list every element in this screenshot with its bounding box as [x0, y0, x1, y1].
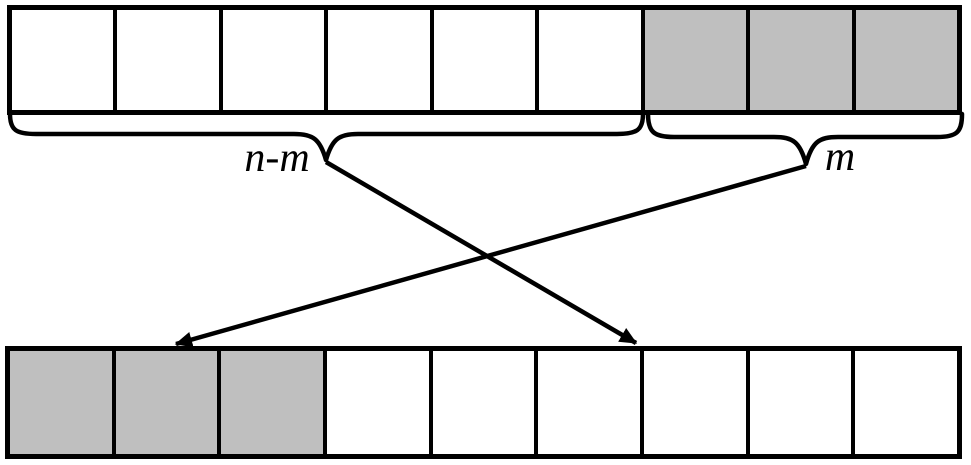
array-cell-unshaded	[851, 351, 958, 454]
array-cell-shaded	[217, 351, 324, 454]
array-cell-shaded	[10, 351, 112, 454]
bottom-array	[5, 346, 962, 459]
array-cell-unshaded	[324, 10, 430, 110]
array-cell-unshaded	[113, 10, 219, 110]
array-cell-shaded	[111, 351, 218, 454]
label-m: m	[825, 134, 855, 180]
array-cell-unshaded	[428, 351, 535, 454]
array-cell-unshaded	[535, 10, 641, 110]
array-cell-unshaded	[534, 351, 641, 454]
top-array	[7, 5, 962, 115]
right-segment-brace	[645, 111, 965, 167]
array-cell-unshaded	[218, 10, 325, 110]
array-cell-shaded	[746, 10, 852, 110]
array-cell-unshaded	[323, 351, 429, 454]
array-cell-unshaded	[640, 351, 746, 454]
array-cell-shaded	[851, 10, 957, 110]
array-cell-shaded	[640, 10, 747, 110]
label-n-minus-m: n-m	[244, 135, 309, 181]
array-cell-unshaded	[12, 10, 114, 110]
array-cell-unshaded	[745, 351, 852, 454]
arrow-right-segment-to-left	[174, 163, 807, 348]
arrow-left-segment-to-right	[324, 160, 638, 345]
array-cell-unshaded	[429, 10, 536, 110]
left-segment-brace	[7, 111, 646, 163]
